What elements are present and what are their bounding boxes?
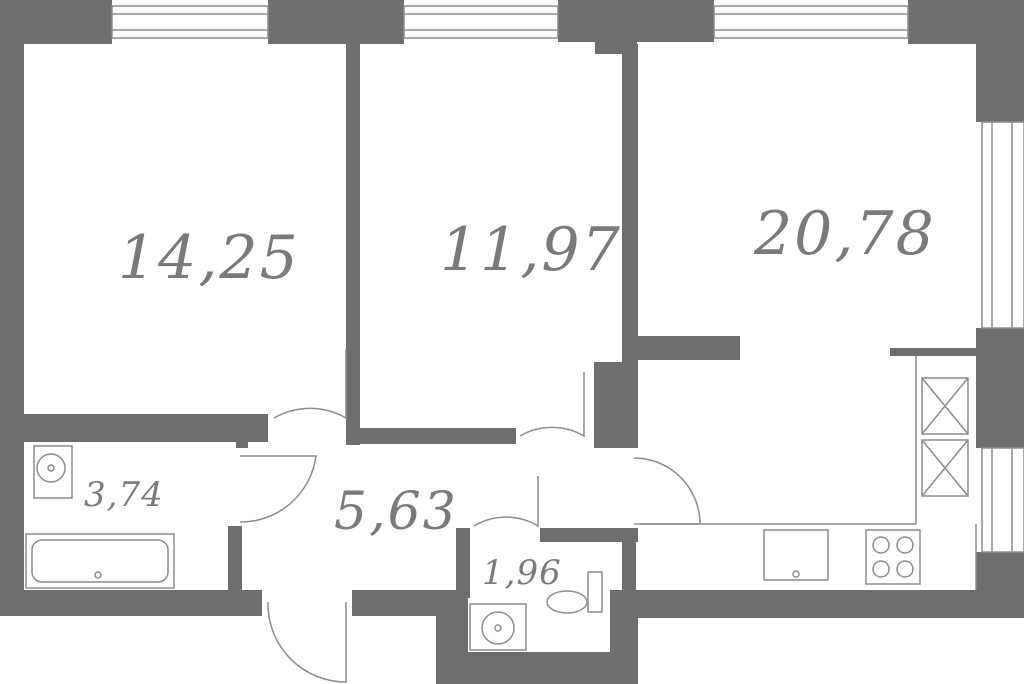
cabinet-icon — [921, 377, 969, 435]
kitchen-counter — [640, 356, 917, 525]
stove-icon — [865, 529, 921, 585]
door-swing — [273, 350, 347, 420]
window — [111, 5, 269, 39]
door-swing — [239, 455, 317, 523]
wall — [346, 40, 360, 350]
room-area-label: 20,78 — [754, 199, 936, 269]
wall — [346, 428, 516, 444]
room-area-label: 5,63 — [334, 482, 458, 542]
wall — [622, 44, 638, 374]
cabinet-icon — [921, 439, 969, 497]
fixtures — [25, 5, 1024, 683]
wall — [456, 528, 470, 598]
door-swing — [519, 372, 585, 438]
wall — [436, 652, 636, 684]
washbasin-icon — [469, 603, 527, 651]
wall — [636, 336, 740, 360]
wall — [594, 362, 638, 448]
wall — [352, 590, 442, 616]
door-swing — [633, 457, 701, 525]
wall — [558, 0, 714, 42]
wall — [976, 40, 1024, 122]
wall — [976, 328, 1024, 448]
wall — [610, 590, 1024, 618]
bathtub-icon — [25, 533, 175, 589]
room-area-label: 3,74 — [84, 475, 164, 515]
wall — [908, 0, 1024, 44]
door-swing — [267, 601, 347, 683]
wall — [346, 350, 360, 445]
room-area-label: 11,97 — [440, 215, 622, 285]
room-area-label: 14,25 — [118, 223, 300, 293]
wall — [0, 40, 24, 614]
wall — [228, 526, 242, 594]
washbasin-icon — [33, 445, 73, 499]
door-swing — [473, 476, 539, 528]
wall — [0, 590, 262, 616]
wall — [22, 414, 268, 442]
window — [403, 5, 559, 39]
window — [713, 5, 909, 39]
wall — [540, 528, 638, 542]
wall — [890, 348, 978, 356]
window — [981, 121, 1024, 329]
wall — [236, 426, 248, 448]
room-area-label: 1,96 — [482, 553, 562, 593]
wall — [0, 0, 112, 44]
window — [981, 447, 1024, 553]
wall — [622, 528, 636, 598]
kitchen-sink-icon — [763, 529, 829, 581]
toilet-icon — [546, 571, 603, 614]
wall — [268, 0, 404, 44]
